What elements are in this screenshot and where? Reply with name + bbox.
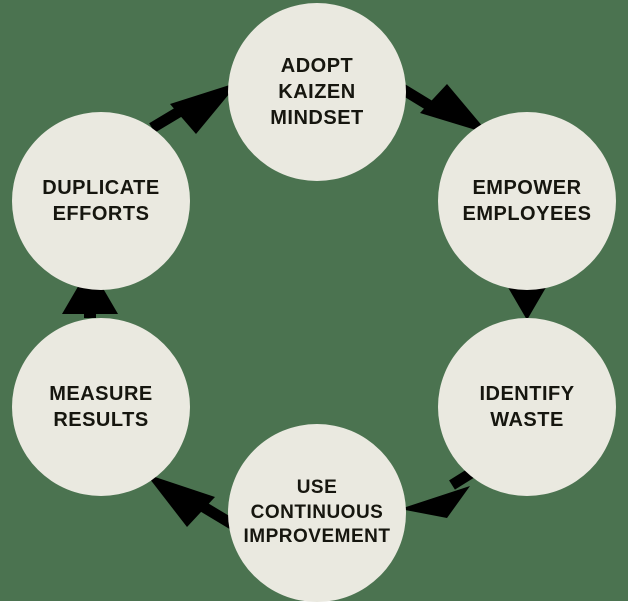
cycle-node-adopt[interactable]: ADOPT KAIZEN MINDSET	[228, 3, 406, 181]
arrow-adopt-to-empower	[396, 82, 489, 134]
cycle-node-duplicate[interactable]: DUPLICATE EFFORTS	[12, 112, 190, 290]
cycle-node-adopt-label: ADOPT KAIZEN MINDSET	[270, 55, 364, 129]
cycle-node-duplicate-label: DUPLICATE EFFORTS	[42, 177, 160, 225]
cycle-node-use[interactable]: USE CONTINUOUS IMPROVEMENT	[228, 424, 406, 602]
arrow-measure-to-duplicate	[62, 266, 118, 318]
arrow-duplicate-to-adopt	[149, 82, 239, 134]
cycle-node-measure[interactable]: MEASURE RESULTS	[12, 318, 190, 496]
cycle-node-measure-label: MEASURE RESULTS	[49, 383, 153, 431]
cycle-node-empower[interactable]: EMPOWER EMPLOYEES	[438, 112, 616, 290]
cycle-node-use-label: USE CONTINUOUS IMPROVEMENT	[243, 476, 391, 548]
cycle-node-identify[interactable]: IDENTIFY WASTE	[438, 318, 616, 496]
arrow-use-to-measure	[146, 474, 235, 529]
cycle-node-empower-label: EMPOWER EMPLOYEES	[462, 177, 592, 225]
cycle-node-identify-label: IDENTIFY WASTE	[479, 383, 575, 431]
